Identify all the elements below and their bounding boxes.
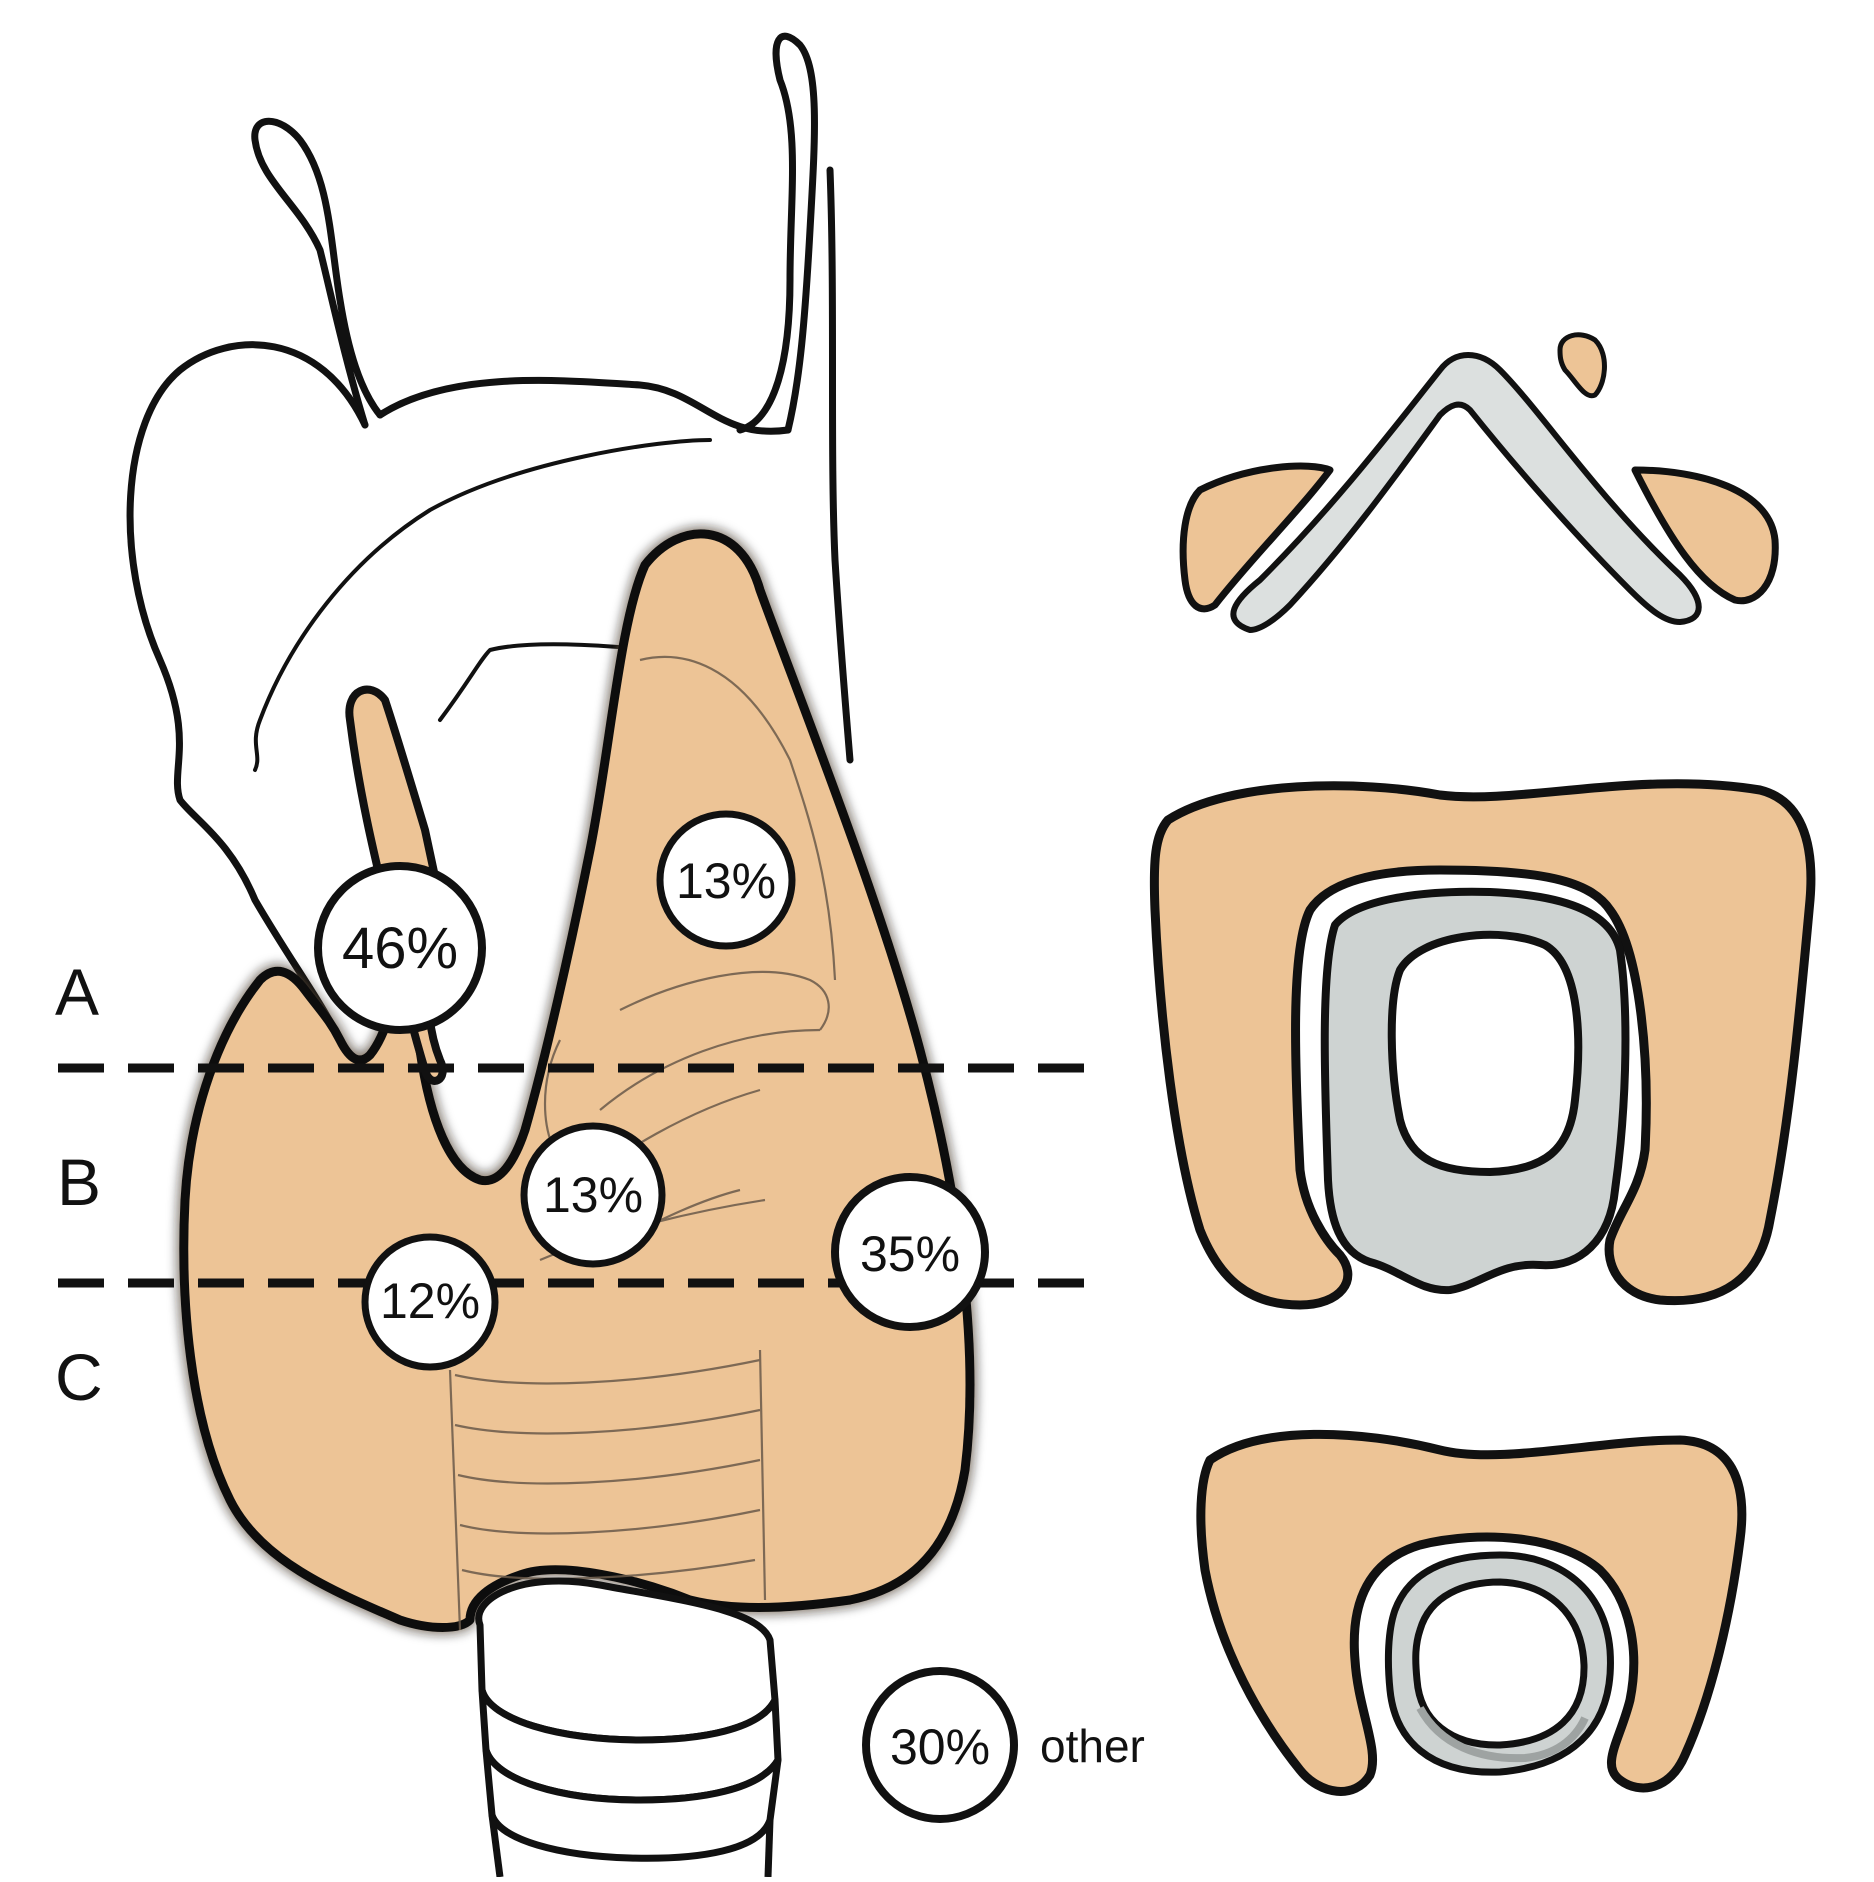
- marker-lower-left-value: 12%: [380, 1273, 480, 1329]
- marker-other-label: other: [1040, 1720, 1145, 1772]
- section-a-right-lobe: [1631, 466, 1779, 605]
- thyroid-gland-body: [179, 529, 975, 1632]
- marker-pyramidal-value: 46%: [342, 916, 458, 981]
- marker-other-value: 30%: [890, 1719, 990, 1775]
- larynx-outline: [126, 32, 854, 1044]
- zone-label-b: B: [57, 1145, 101, 1219]
- marker-pyramidal: 46%: [314, 862, 486, 1034]
- cross-section-b: [1149, 779, 1816, 1310]
- marker-middle: 13%: [520, 1122, 666, 1268]
- section-c-lumen: [1412, 1578, 1588, 1749]
- section-a-left-lobe: [1179, 462, 1334, 613]
- marker-upper-right: 13%: [656, 810, 796, 950]
- cross-section-a: [1179, 332, 1779, 633]
- section-a-small-nodule: [1557, 332, 1607, 399]
- section-c-ring-gap: [1416, 1706, 1589, 1763]
- section-a-cartilage: [1230, 352, 1702, 633]
- section-b-gland: [1149, 779, 1816, 1310]
- thyroid-anatomy: [126, 32, 975, 1878]
- trachea-rings: [448, 655, 837, 1631]
- zone-labels: A B C: [55, 955, 103, 1414]
- zone-label-a: A: [55, 955, 99, 1029]
- marker-right-edge-value: 35%: [860, 1226, 960, 1282]
- marker-right-edge: 35%: [831, 1173, 989, 1331]
- percentage-markers: 46% 13% 13% 12% 35% 30% other: [314, 810, 1145, 1823]
- marker-other: 30% other: [862, 1667, 1145, 1823]
- cross-section-c: [1196, 1429, 1747, 1796]
- marker-upper-right-value: 13%: [676, 853, 776, 909]
- marker-middle-value: 13%: [543, 1167, 643, 1223]
- marker-lower-left: 12%: [361, 1233, 499, 1371]
- section-c-gland: [1196, 1429, 1747, 1796]
- zone-label-c: C: [55, 1340, 103, 1414]
- thyroid-gland: [179, 529, 975, 1632]
- trachea: [475, 1577, 782, 1878]
- section-b-lumen: [1387, 930, 1583, 1176]
